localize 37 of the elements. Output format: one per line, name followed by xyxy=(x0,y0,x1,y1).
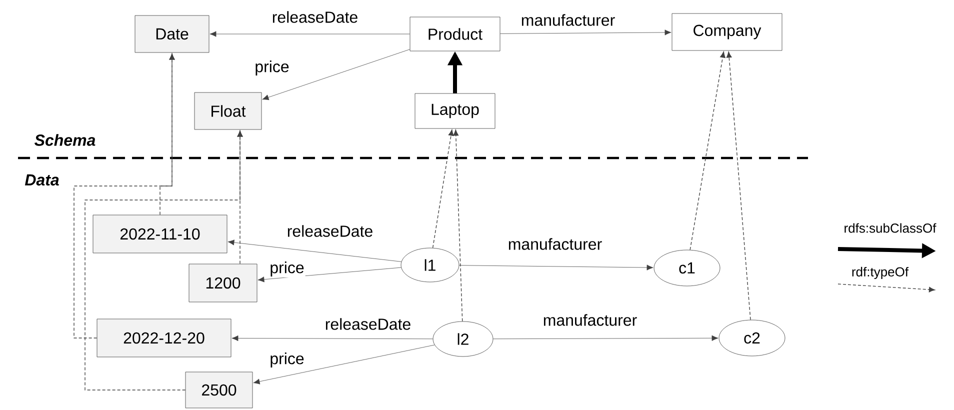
value-box: 2500 xyxy=(185,372,253,408)
edge-label: releaseDate xyxy=(288,225,372,237)
edge-label: releaseDate xyxy=(272,11,358,23)
arrow xyxy=(459,264,654,270)
legend-label: rdf:typeOf xyxy=(852,266,909,280)
arrow xyxy=(84,130,243,390)
arrow xyxy=(726,52,751,320)
arrow xyxy=(74,54,175,338)
arrow xyxy=(228,240,402,262)
edge-label: manufacturer xyxy=(544,314,637,326)
arrow xyxy=(210,31,410,37)
arrow xyxy=(258,267,402,282)
class-box: Company xyxy=(672,13,782,51)
section-label: Data xyxy=(24,174,59,186)
arrow xyxy=(232,335,433,342)
arrow xyxy=(453,130,463,322)
arrow xyxy=(690,52,726,250)
edge-label: price xyxy=(270,352,304,368)
arrow xyxy=(500,30,672,36)
value-box: 2022-12-20 xyxy=(96,318,232,358)
arrow xyxy=(432,130,454,248)
edge-label: price xyxy=(256,60,289,76)
edge-label: manufacturer xyxy=(508,238,602,250)
edge-label: manufacturer xyxy=(522,14,615,26)
value-box: Float xyxy=(194,92,262,130)
arrow xyxy=(253,344,435,384)
value-box: Date xyxy=(134,15,210,53)
edge-label: releaseDate xyxy=(326,318,410,330)
arrow xyxy=(262,49,410,100)
value-box: 2022-11-10 xyxy=(92,214,228,254)
class-box: Laptop xyxy=(414,93,496,129)
class-box: Product xyxy=(410,16,500,52)
edge-label: price xyxy=(270,262,304,276)
section-label: Schema xyxy=(34,134,96,146)
legend-label: rdfs:subClassOf xyxy=(844,223,936,233)
arrow xyxy=(493,335,718,341)
value-box: 1200 xyxy=(188,264,258,302)
